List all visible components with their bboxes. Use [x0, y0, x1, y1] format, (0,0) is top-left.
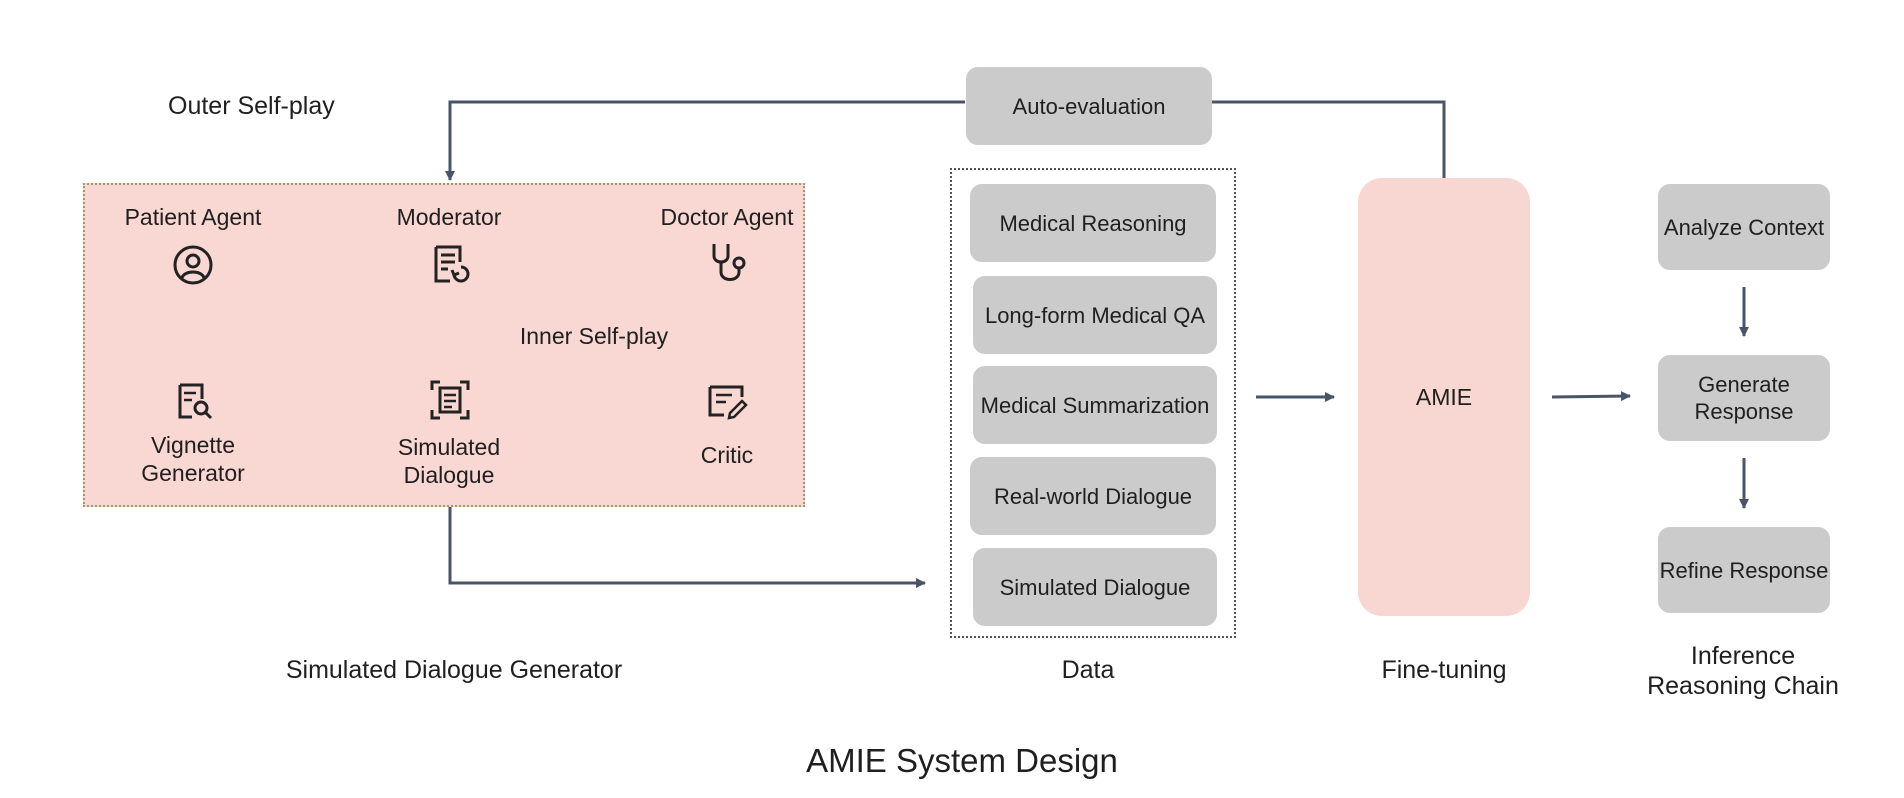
- doctor-agent-label: Doctor Agent: [660, 204, 794, 230]
- step-refine-response: Refine Response: [1658, 527, 1830, 613]
- data-item-medical-reasoning: Medical Reasoning: [970, 184, 1216, 262]
- person-icon: [173, 245, 213, 285]
- patient-agent-label: Patient Agent: [124, 204, 262, 230]
- critic-label: Critic: [700, 442, 754, 468]
- step-analyze-context: Analyze Context: [1658, 184, 1830, 270]
- diagram-title: AMIE System Design: [806, 742, 1118, 779]
- data-caption: Data: [1061, 656, 1115, 684]
- document-scan-icon: [430, 380, 470, 420]
- outer-self-play-label: Outer Self-play: [168, 92, 335, 120]
- data-item-medical-summarization: Medical Summarization: [973, 366, 1217, 444]
- simulated-dialogue-generator-region: [83, 183, 805, 507]
- moderator-label: Moderator: [396, 204, 502, 230]
- step-generate-response: Generate Response: [1658, 355, 1830, 441]
- amie-model-box: AMIE: [1358, 178, 1530, 616]
- data-item-real-world-dialogue: Real-world Dialogue: [970, 457, 1216, 535]
- outer-loop-arrow: [1212, 100, 1446, 178]
- document-refresh-icon: [434, 245, 470, 283]
- inner-self-play-label: Inner Self-play: [519, 323, 669, 349]
- data-item-long-form-medical-qa: Long-form Medical QA: [973, 276, 1217, 354]
- data-region: [950, 168, 1236, 638]
- stethoscope-icon: [712, 244, 746, 281]
- vignette-generator-label: Vignette Generator: [141, 432, 245, 486]
- outer-loop-arrow-left: [445, 100, 965, 181]
- amie-to-inference-arrow: [1551, 391, 1631, 402]
- inference-caption: Inference Reasoning Chain: [1647, 642, 1839, 700]
- generator-caption: Simulated Dialogue Generator: [285, 656, 623, 684]
- document-search-icon: [178, 383, 213, 420]
- simulated-dialogue-label: Simulated Dialogue: [397, 434, 501, 488]
- data-item-simulated-dialogue: Simulated Dialogue: [973, 548, 1217, 626]
- comment-edit-icon: [708, 385, 748, 420]
- fine-tuning-caption: Fine-tuning: [1381, 656, 1507, 684]
- auto-evaluation-box: Auto-evaluation: [966, 67, 1212, 145]
- generator-to-data-arrow: [448, 507, 926, 588]
